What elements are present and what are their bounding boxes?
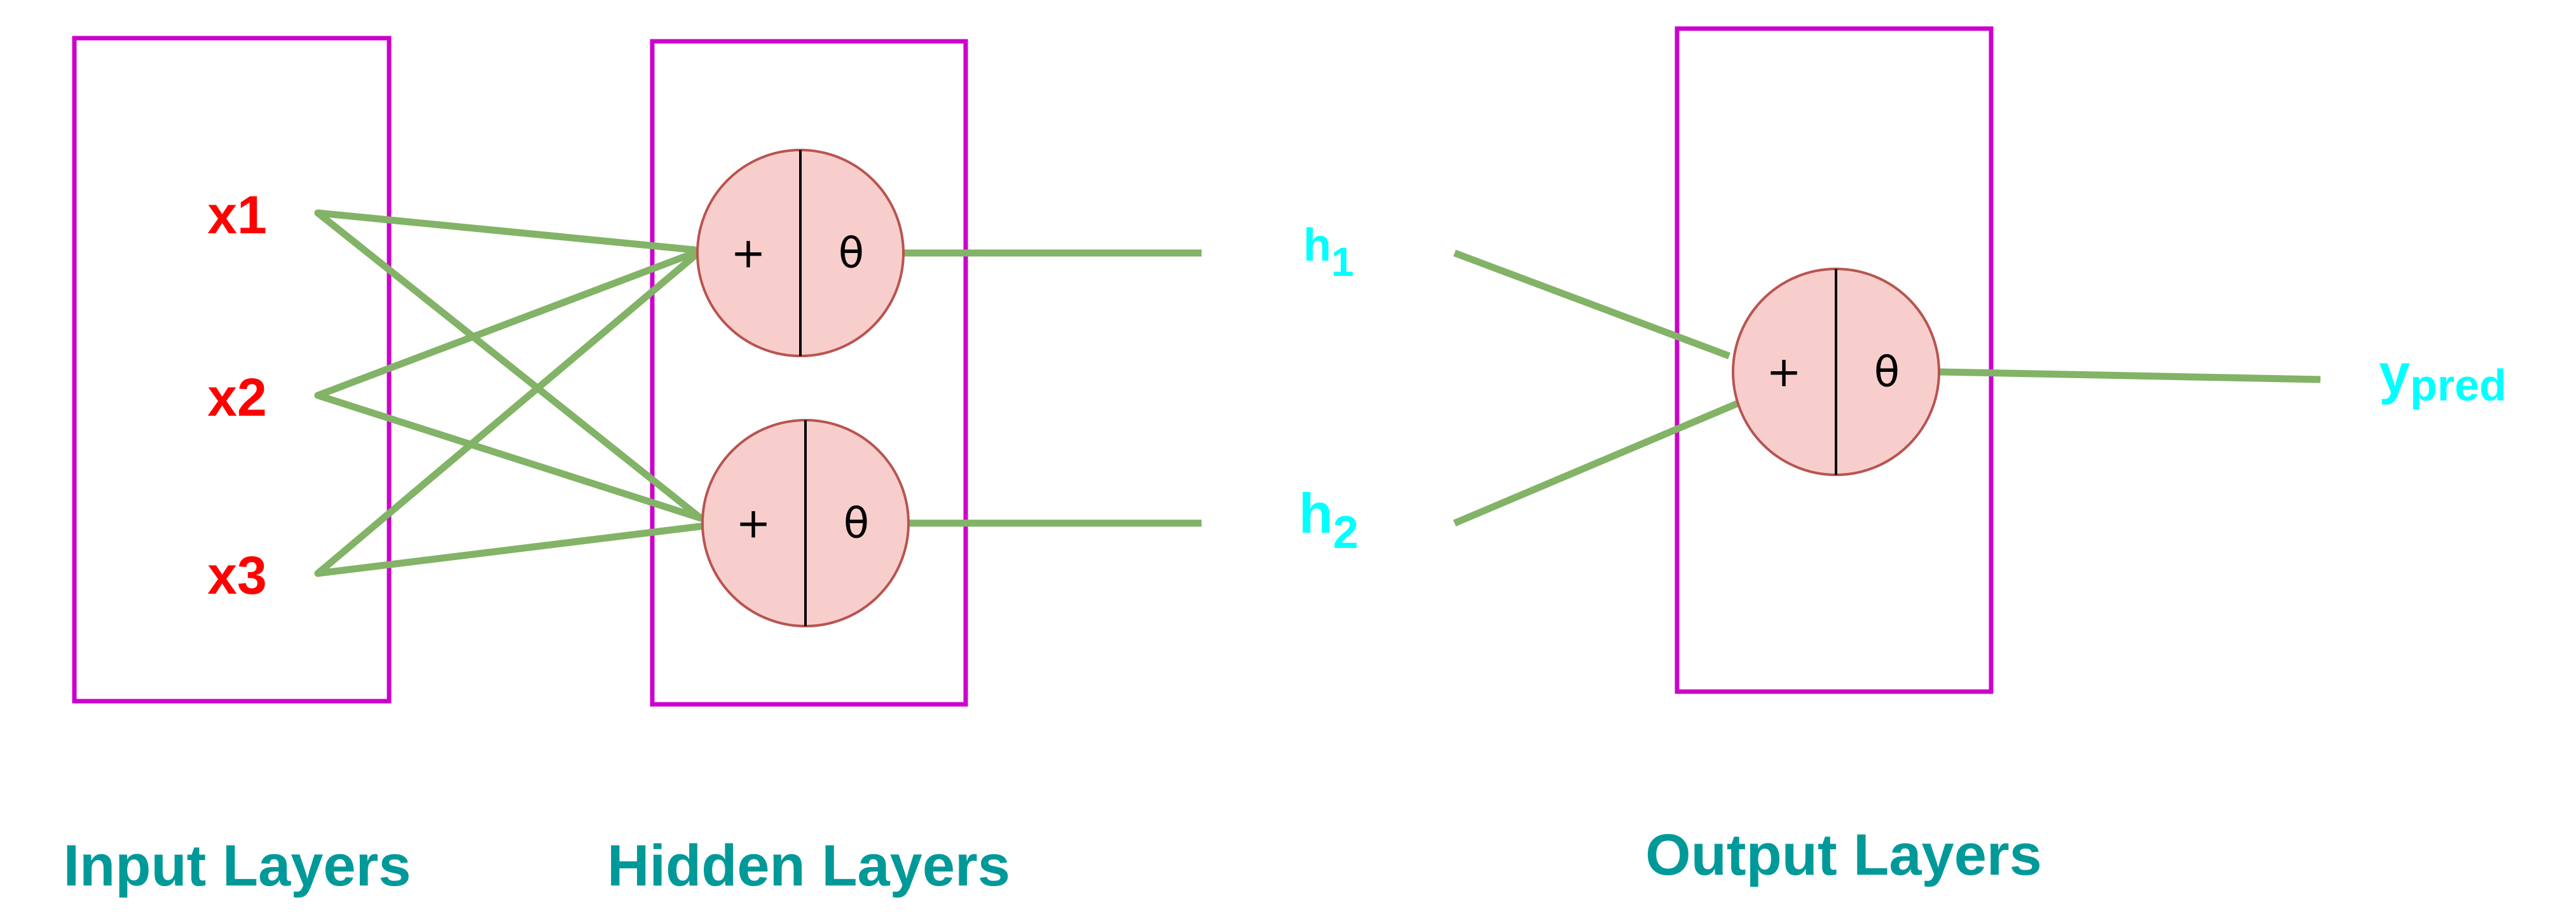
edge-x1-h2 xyxy=(314,209,704,522)
input-label-x2: x2 xyxy=(207,367,266,427)
hidden-layer-box xyxy=(650,39,968,707)
edge-h2-output xyxy=(1453,399,1742,527)
activation-symbol: θ xyxy=(839,229,864,278)
activation-symbol: θ xyxy=(1874,348,1900,397)
input-label-x1: x1 xyxy=(207,185,266,245)
edge-x3-h2 xyxy=(314,523,704,577)
edge-x2-h2 xyxy=(314,392,704,522)
hidden-layer-title: Hidden Layers xyxy=(607,833,1010,898)
activation-symbol: θ xyxy=(844,499,869,548)
edge-output-prediction xyxy=(1938,368,2321,383)
edge-h1-output xyxy=(1453,249,1730,360)
output-layer-box xyxy=(1675,26,1994,694)
sum-symbol: + xyxy=(736,499,771,548)
output-layer-title: Output Layers xyxy=(1645,823,2042,887)
edge-x1-h1 xyxy=(314,209,698,254)
input-to-hidden-edges xyxy=(314,209,704,577)
hidden-neuron-1: + θ xyxy=(696,149,905,357)
label-base: y xyxy=(2379,342,2410,405)
edge-x2-h1 xyxy=(314,249,698,399)
edge-x3-h1 xyxy=(314,252,698,577)
input-layer-title: Input Layers xyxy=(63,833,411,898)
input-label-x3: x3 xyxy=(207,545,266,605)
hidden-neuron-2: + θ xyxy=(701,419,910,627)
label-base: h xyxy=(1303,220,1331,271)
output-neuron: + θ xyxy=(1732,268,1940,476)
hidden-output-label-h2: h2 xyxy=(1299,482,1359,558)
label-base: h xyxy=(1299,482,1333,545)
prediction-label: ypred xyxy=(2379,342,2507,410)
label-subscript: pred xyxy=(2410,360,2507,410)
sum-symbol: + xyxy=(730,229,765,278)
hidden-output-label-h1: h1 xyxy=(1303,220,1354,285)
sum-symbol: + xyxy=(1766,348,1801,397)
label-subscript: 1 xyxy=(1331,239,1354,285)
label-subscript: 2 xyxy=(1333,507,1359,558)
